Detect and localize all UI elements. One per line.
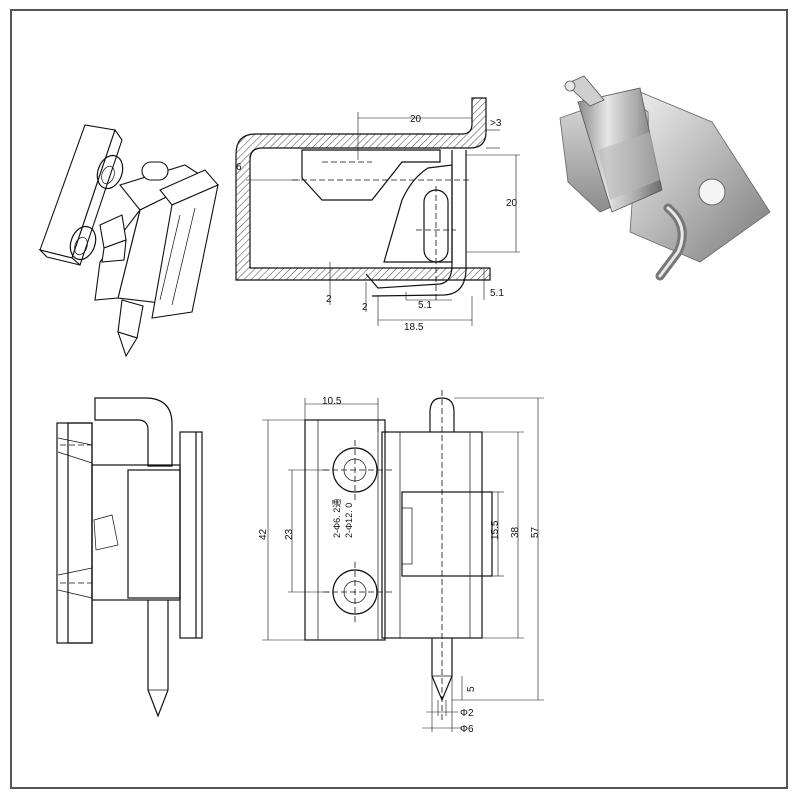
dim-pin-tip: 5 bbox=[466, 686, 477, 692]
dim-clearance: >3 bbox=[490, 118, 502, 129]
dim-knuckle-height: 38 bbox=[510, 526, 521, 538]
isometric-wireframe-view bbox=[38, 124, 219, 358]
dim-sheet-thickness-a: 2 bbox=[326, 294, 332, 305]
side-section-view: 20 >3 6 20 2 2 5.1 5.1 18.5 bbox=[235, 97, 520, 333]
dim-sheet-thickness-b: 2 bbox=[362, 302, 368, 313]
dim-pin-drop: 5.1 bbox=[490, 288, 504, 299]
side-elevation-view bbox=[56, 397, 203, 718]
dim-pin-dia: Φ6 bbox=[460, 724, 474, 735]
dim-pin-tip-dia: Φ2 bbox=[460, 708, 474, 719]
hinge-photo-render bbox=[559, 75, 771, 281]
sheet-border bbox=[10, 9, 788, 789]
dim-left-offset: 6 bbox=[236, 162, 242, 173]
dim-block-height: 15.5 bbox=[490, 520, 501, 540]
hole-note-1: 2-Φ6. 2通 bbox=[332, 499, 342, 538]
dim-leaf-width: 10.5 bbox=[322, 396, 342, 407]
dim-total-height: 57 bbox=[530, 526, 541, 538]
hole-note-2: 2-Φ12. 0 bbox=[344, 503, 354, 538]
dim-overall-depth: 18.5 bbox=[404, 322, 424, 333]
dim-right-height: 20 bbox=[506, 198, 518, 209]
dim-pin-offset: 5.1 bbox=[418, 300, 432, 311]
front-elevation-view: 10.5 42 23 2-Φ6. 2通 2-Φ12. 0 15.5 38 57 bbox=[258, 390, 544, 735]
hatched-sheet-bracket bbox=[235, 97, 491, 281]
dim-hole-pitch: 23 bbox=[284, 528, 295, 540]
dim-overall-height: 42 bbox=[258, 528, 269, 540]
dim-top-width: 20 bbox=[410, 114, 422, 125]
